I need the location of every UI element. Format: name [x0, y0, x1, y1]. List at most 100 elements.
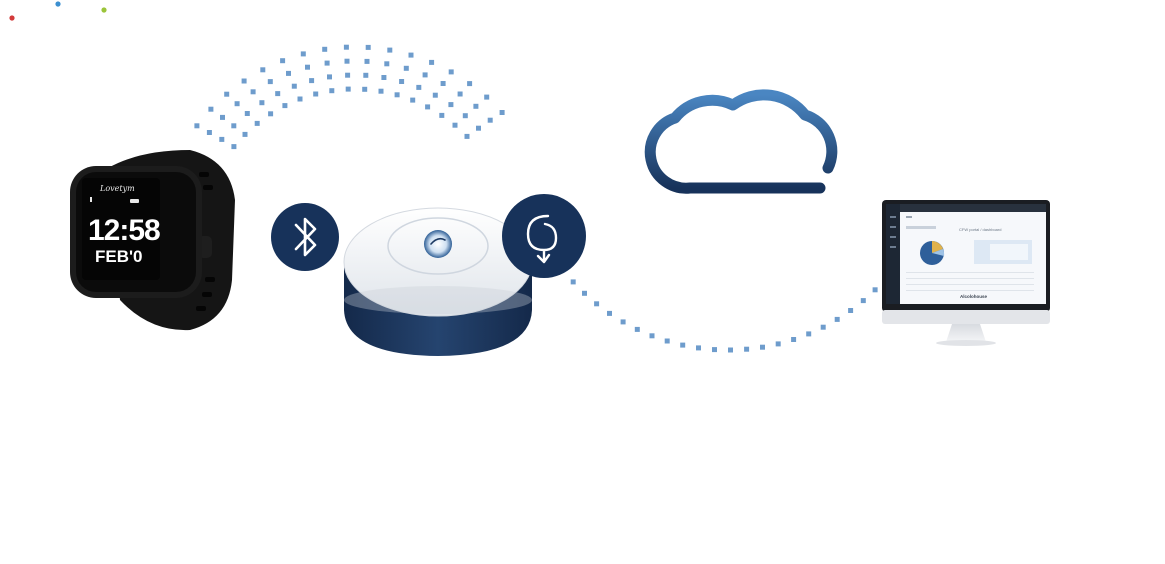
signal-dot	[194, 123, 200, 129]
watch-brand-label: Lovetym	[99, 184, 135, 193]
signal-dot	[378, 88, 384, 94]
signal-dot	[364, 58, 370, 64]
signal-dot	[365, 44, 371, 50]
signal-dot	[387, 47, 393, 53]
signal-dot	[464, 133, 470, 139]
signal-dot	[429, 59, 435, 65]
signal-dot	[309, 78, 315, 84]
link-dot	[680, 342, 686, 348]
monitor-footer-brand: Alcolohouse	[960, 294, 987, 299]
signal-dot	[487, 117, 493, 123]
signal-dot	[344, 58, 350, 64]
link-dot	[806, 331, 812, 337]
link-dot	[728, 347, 733, 353]
link-dot	[582, 290, 587, 296]
link-dot	[664, 338, 670, 344]
signal-dot	[282, 103, 288, 109]
link-dot	[744, 346, 750, 352]
signal-dot	[345, 86, 351, 92]
signal-dot	[259, 100, 265, 106]
signal-dot	[242, 131, 248, 137]
watch-time: 12:58	[88, 214, 160, 247]
signal-dot	[440, 81, 446, 86]
brand-dots	[9, 1, 107, 21]
bluetooth-badge	[271, 203, 339, 271]
link-dot	[620, 319, 626, 325]
signal-dot	[322, 46, 328, 52]
signal-dot	[462, 113, 468, 119]
signal-dot	[329, 88, 335, 94]
signal-dot	[476, 125, 481, 131]
brand-dot-red	[9, 15, 15, 21]
signal-dot	[268, 111, 274, 117]
link-dot	[820, 324, 826, 330]
link-dot	[775, 341, 781, 347]
link-dot	[649, 333, 655, 339]
signal-dot	[410, 97, 416, 103]
signal-badge	[502, 194, 586, 278]
signal-dot	[457, 91, 463, 97]
signal-dot	[408, 52, 414, 58]
smartwatch: Lovetym 12:58 FEB'0	[70, 150, 235, 331]
brand-dot-green	[101, 7, 107, 13]
link-dot	[594, 301, 600, 307]
signal-dot	[399, 79, 405, 84]
link-dot	[634, 326, 640, 332]
signal-dot	[241, 78, 247, 84]
brand-dot-blue	[55, 1, 61, 7]
signal-dot	[432, 92, 438, 98]
signal-dot	[403, 65, 409, 71]
signal-dot	[448, 69, 454, 75]
signal-dot	[484, 94, 490, 100]
desktop-monitor: CFW portal / dashboard Alcolohouse	[882, 200, 1050, 346]
signal-dot	[467, 81, 473, 87]
signal-dot	[381, 75, 387, 80]
link-dot	[712, 347, 717, 353]
signal-arcs	[194, 44, 505, 150]
link-dot	[607, 310, 612, 316]
gateway-hub	[343, 207, 533, 356]
watch-screen	[82, 178, 160, 280]
signal-dot	[448, 102, 454, 108]
signal-dot	[208, 106, 214, 112]
signal-dot	[384, 61, 390, 67]
signal-dot	[260, 67, 266, 73]
signal-dot	[300, 51, 306, 57]
signal-dot	[422, 72, 428, 78]
signal-dot	[425, 104, 431, 110]
signal-dot	[224, 91, 230, 97]
bluetooth-icon	[294, 217, 317, 257]
signal-dot	[220, 114, 225, 120]
signal-dot	[286, 70, 291, 76]
link-dot	[834, 316, 840, 322]
signal-dot	[394, 92, 400, 98]
signal-dot	[280, 58, 286, 64]
link-dot	[860, 298, 866, 304]
signal-dot	[473, 103, 479, 109]
link-dot	[696, 345, 701, 351]
signal-dot	[324, 60, 330, 66]
signal-dot	[363, 72, 369, 78]
signal-dot	[267, 79, 273, 85]
signal-dot	[254, 120, 260, 126]
signal-dot	[250, 89, 256, 95]
signal-dot	[219, 136, 225, 142]
link-dot	[872, 287, 878, 293]
signal-dot	[499, 110, 505, 115]
data-link-dotted-line	[535, 226, 916, 353]
signal-dot	[231, 144, 237, 150]
signal-dot	[231, 123, 237, 129]
signal-dot	[452, 122, 458, 128]
signal-dot	[362, 86, 368, 92]
signal-dot	[439, 112, 445, 118]
cloud-icon	[644, 89, 838, 194]
signal-dot	[244, 111, 250, 116]
signal-dot	[275, 91, 281, 97]
link-dot	[570, 279, 576, 285]
link-dot	[791, 337, 797, 342]
signal-dot	[416, 84, 422, 90]
signal-dot	[206, 130, 212, 135]
link-dot	[760, 344, 765, 350]
monitor-header-text: CFW portal / dashboard	[959, 227, 1001, 232]
